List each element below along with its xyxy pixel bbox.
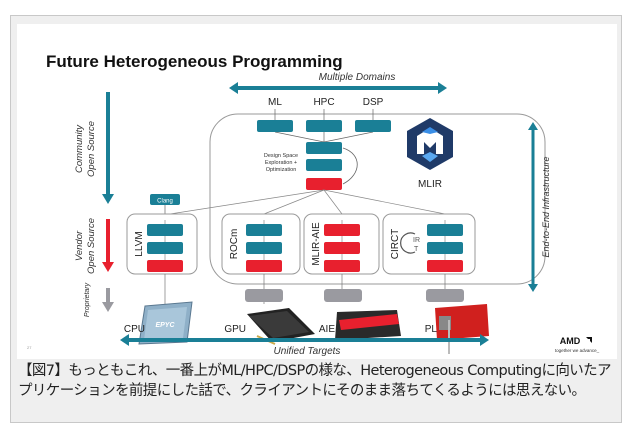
toolchain-block-teal xyxy=(427,224,463,236)
band-vendor-line2: Open Source xyxy=(86,218,97,274)
dse-block-3 xyxy=(306,178,342,190)
target-aie: AIE xyxy=(319,324,335,335)
end-to-end-arrow xyxy=(528,122,538,292)
dse-feedback-arrow xyxy=(342,147,358,185)
toolchain-label: ROCm xyxy=(229,229,240,260)
mlir-container xyxy=(209,113,546,285)
mlir-label: MLIR xyxy=(418,179,442,190)
toolchain-block-teal xyxy=(246,224,282,236)
toolchain-label: MLIR-AIE xyxy=(311,222,322,266)
toolchain-label: CIRCT xyxy=(390,229,401,260)
pl-proprietary-block xyxy=(426,289,464,302)
unified-targets-label: Unified Targets xyxy=(274,346,341,357)
dse-label-3: Optimization xyxy=(266,167,297,173)
gpu-card-icon xyxy=(247,308,315,345)
domain-hpc: HPC xyxy=(313,97,334,108)
target-cpu: CPU xyxy=(124,324,145,335)
domain-dsp: DSP xyxy=(363,97,384,108)
toolchain-block-teal xyxy=(147,242,183,254)
domain-ml: ML xyxy=(268,97,282,108)
end-to-end-label: End-to-End Infrastructure xyxy=(541,156,551,257)
hpc-block xyxy=(306,120,342,132)
clang-block xyxy=(150,194,180,205)
cpu-chip-text: EPYC xyxy=(155,322,175,329)
aie-card-icon xyxy=(335,310,401,340)
toolchain-box xyxy=(303,213,380,275)
multiple-domains-arrow xyxy=(229,82,447,94)
figure-caption: 【図7】もっともこれ、一番上がML/HPC/DSPの様な、Heterogeneo… xyxy=(18,363,612,399)
diagram-svg: Future Heterogeneous Programming Multipl… xyxy=(27,52,600,357)
amd-tagline: together we advance_ xyxy=(555,348,600,353)
svg-text:T: T xyxy=(414,246,419,253)
toolchain-box xyxy=(221,213,301,275)
pl-card-icon xyxy=(435,304,489,354)
dsp-block xyxy=(355,120,391,132)
toolchain-block-red xyxy=(324,224,360,236)
toolchain-block-red xyxy=(147,260,183,272)
multiple-domains-label: Multiple Domains xyxy=(319,72,396,83)
band-community-line1: Community xyxy=(74,124,85,173)
slide-image: Future Heterogeneous Programming Multipl… xyxy=(17,24,617,359)
band-vendor-line1: Vendor xyxy=(74,230,85,261)
toolchain-rocm: ROCm xyxy=(221,213,301,275)
clang-label: Clang xyxy=(157,199,173,205)
toolchain-mlir-aie: MLIR-AIE xyxy=(303,213,380,275)
mlir-logo-icon xyxy=(407,118,453,170)
svg-text:IR: IR xyxy=(413,237,420,244)
toolchain-block-red xyxy=(324,260,360,272)
page-marker: 27 xyxy=(27,345,32,350)
toolchain-block-red xyxy=(246,260,282,272)
proprietary-arrow xyxy=(102,288,114,312)
gpu-proprietary-block xyxy=(245,289,283,302)
toolchain-box xyxy=(382,213,476,275)
toolchain-block-teal xyxy=(246,242,282,254)
aie-proprietary-block xyxy=(324,289,362,302)
toolchain-block-teal xyxy=(427,242,463,254)
toolchain-circt: CIRCT xyxy=(382,213,476,275)
vendor-open-source-arrow xyxy=(102,219,114,272)
community-open-source-arrow xyxy=(102,92,114,204)
toolchain-llvm: LLVM xyxy=(126,213,198,275)
target-gpu: GPU xyxy=(224,324,246,335)
toolchain-label: LLVM xyxy=(134,231,145,256)
cpu-chip-icon: EPYC xyxy=(138,301,193,345)
dse-block-2 xyxy=(306,159,342,171)
ml-block xyxy=(257,120,293,132)
dse-label-2: Exploration + xyxy=(265,160,297,166)
dse-label-1: Design Space xyxy=(264,153,298,159)
toolchain-box xyxy=(126,213,198,275)
dse-block-1 xyxy=(306,142,342,154)
unified-targets-arrow xyxy=(120,334,489,346)
band-proprietary-label: Proprietary xyxy=(84,282,91,317)
circt-ir-logo-icon: IR T xyxy=(400,232,420,254)
toolchain-block-red xyxy=(324,242,360,254)
amd-arrow-icon xyxy=(586,337,592,343)
target-pl: PL xyxy=(425,324,438,335)
amd-logo: AMD xyxy=(560,336,581,346)
slide-title: Future Heterogeneous Programming xyxy=(46,52,343,71)
toolchain-block-red xyxy=(427,260,463,272)
band-community-line2: Open Source xyxy=(86,121,97,177)
toolchain-block-teal xyxy=(147,224,183,236)
